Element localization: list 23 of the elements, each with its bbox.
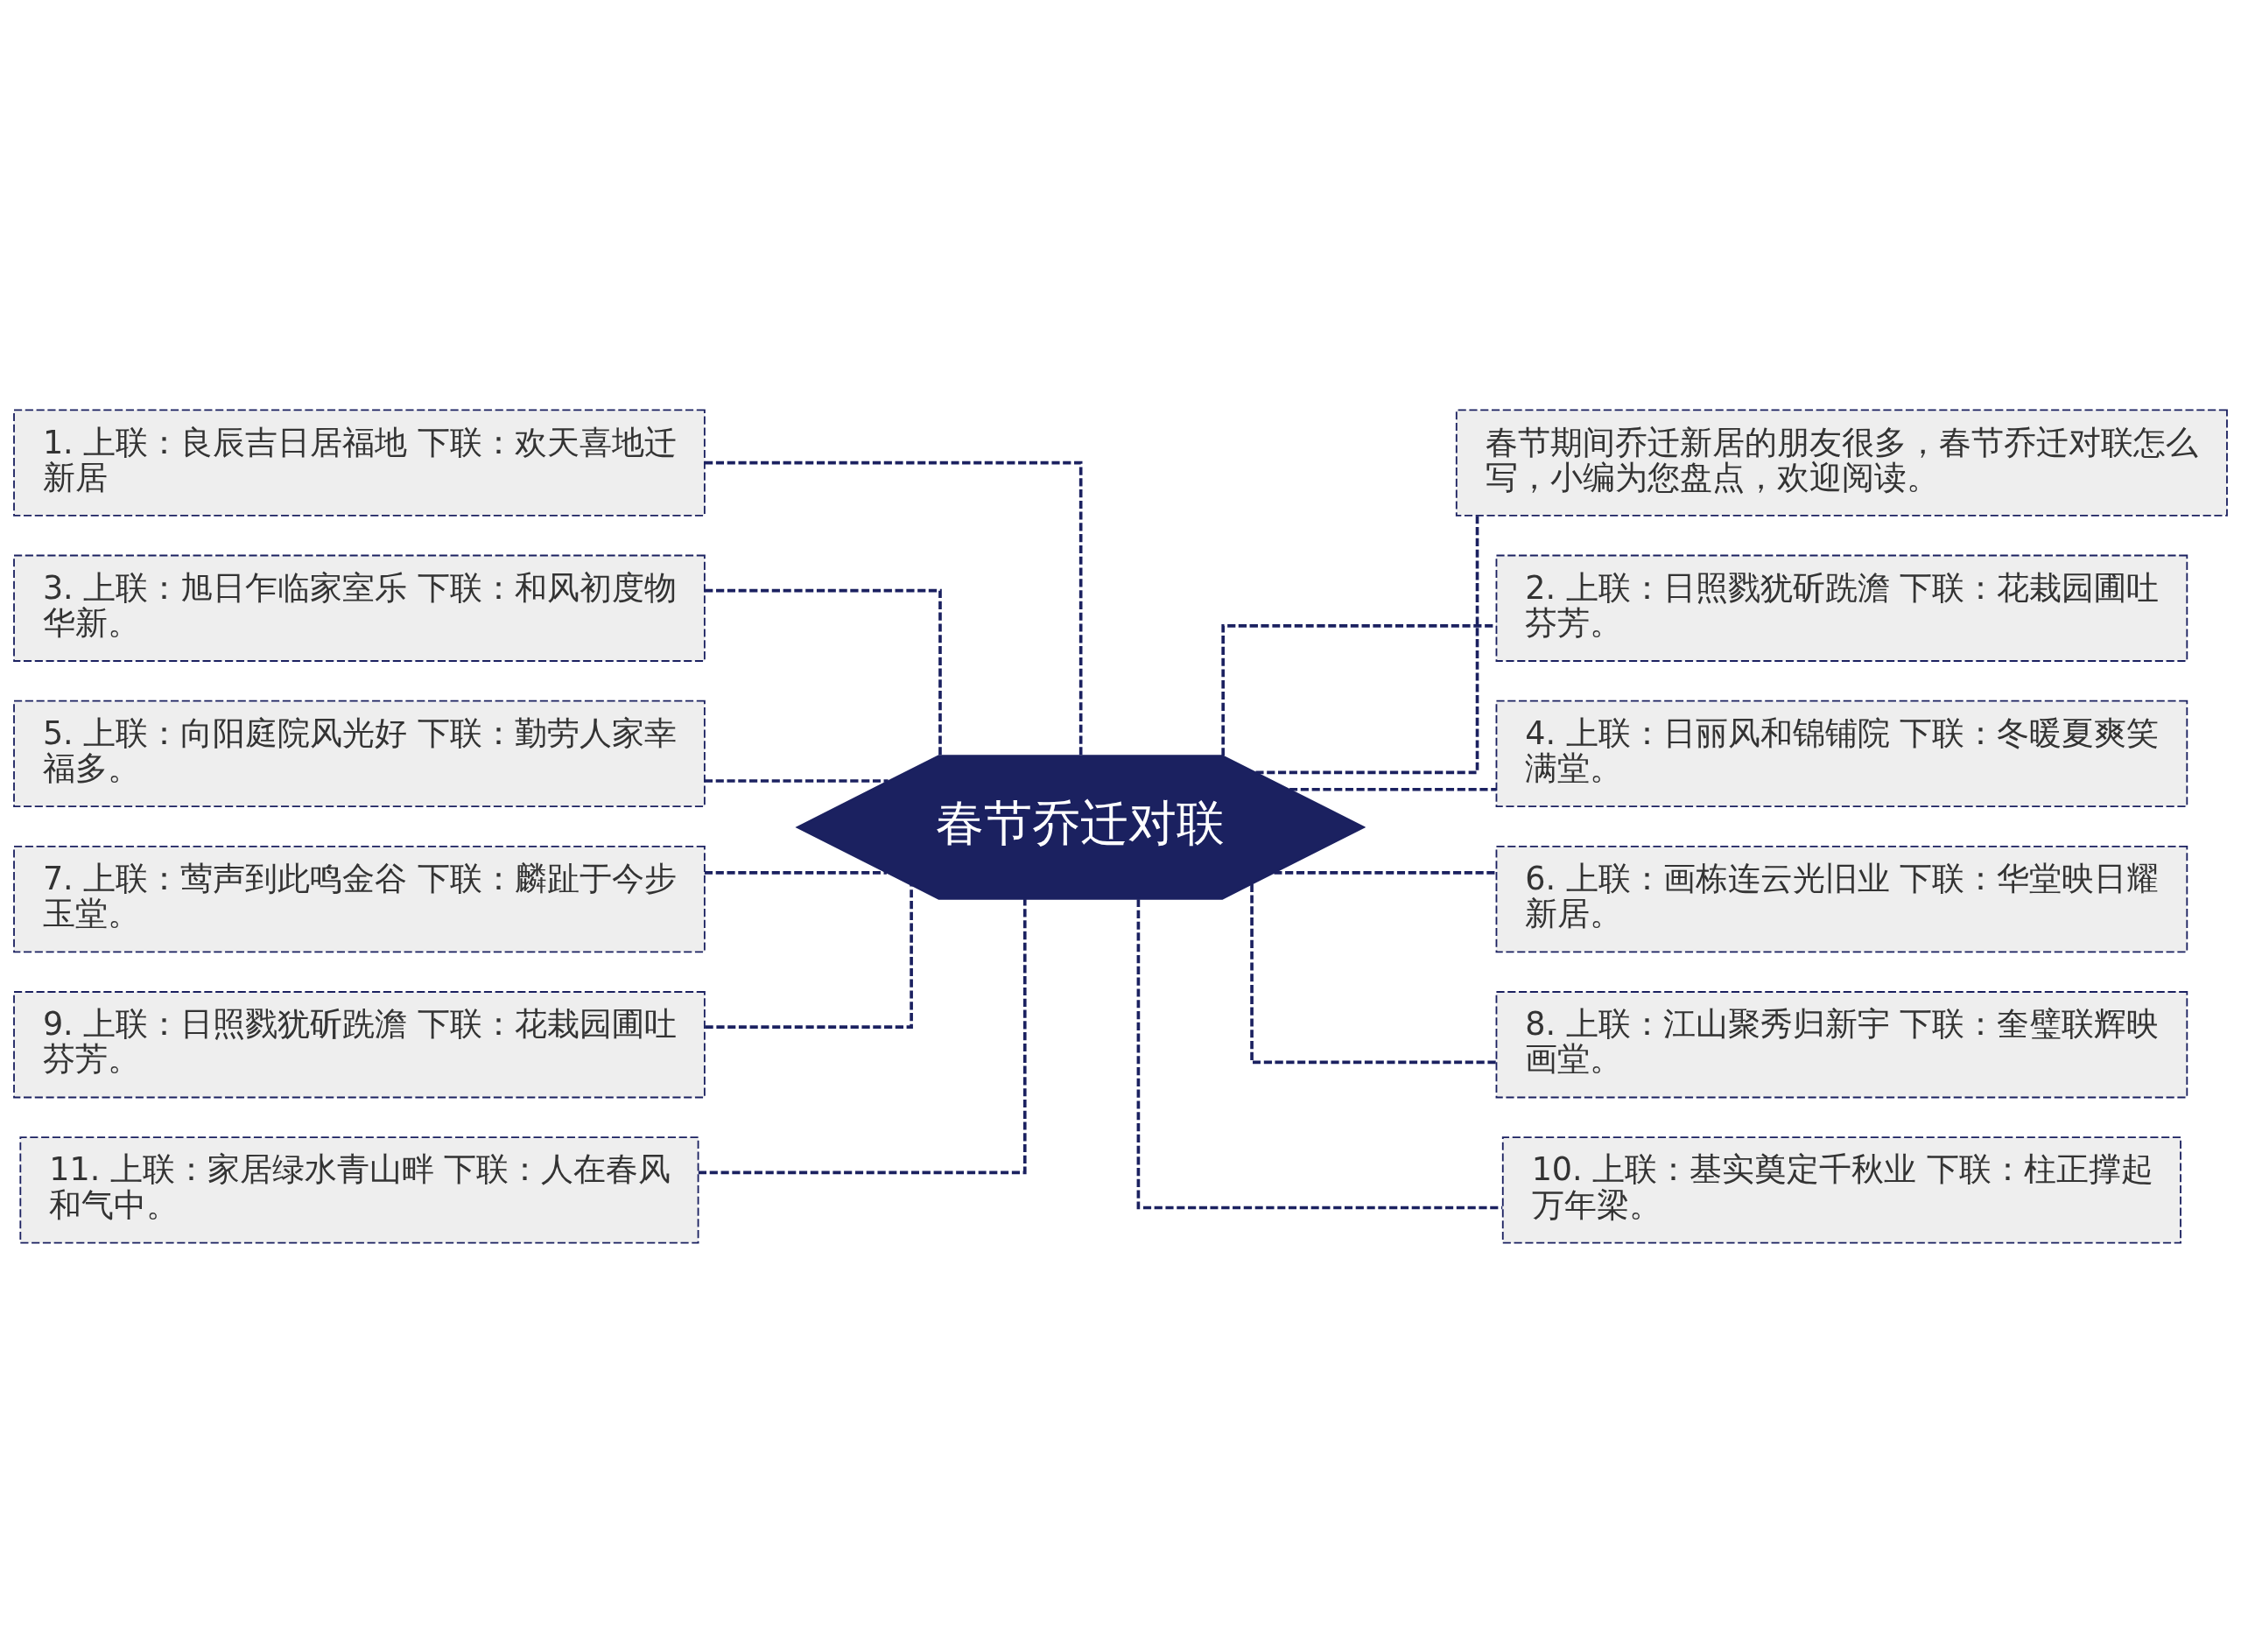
connector [698, 898, 1027, 1174]
connector [1274, 870, 1496, 875]
node-box: 1. 上联：良辰吉日居福地 下联：欢天喜地迁新居 [13, 408, 706, 517]
node-box: 7. 上联：莺声到此鸣金谷 下联：麟趾于今步玉堂。 [13, 845, 706, 953]
node-box: 11. 上联：家居绿水青山畔 下联：人在春风和气中。 [19, 1135, 699, 1244]
connector [1255, 515, 1479, 774]
node-box: 10. 上联：基实奠定千秋业 下联：柱正撑起万年梁。 [1501, 1135, 2181, 1244]
node-box: 5. 上联：向阳庭院风光好 下联：勤劳人家幸福多。 [13, 699, 706, 807]
connector [704, 778, 889, 783]
node-box: 春节期间乔迁新居的朋友很多，春节乔迁对联怎么写，小编为您盘点，欢迎阅读。 [1455, 408, 2228, 517]
node-box: 4. 上联：日丽风和锦铺院 下联：冬暖夏爽笑满堂。 [1495, 699, 2188, 807]
connector [704, 870, 887, 875]
connector [705, 460, 1083, 756]
connector [1136, 898, 1503, 1209]
node-box: 3. 上联：旭日乍临家室乐 下联：和风初度物华新。 [13, 554, 706, 662]
node-box: 9. 上联：日照戮犹斫跣澹 下联：花栽园圃吐芬芳。 [13, 990, 706, 1098]
node-box: 8. 上联：江山聚秀归新宇 下联：奎璧联辉映画堂。 [1495, 990, 2188, 1098]
connector [1250, 883, 1496, 1064]
connector [705, 884, 913, 1029]
connector [705, 588, 942, 755]
node-box: 6. 上联：画栋连云光旧业 下联：华堂映日耀新居。 [1495, 845, 2188, 953]
node-box: 2. 上联：日照戮犹斫跣澹 下联：花栽园圃吐芬芳。 [1495, 554, 2188, 662]
connector [1289, 787, 1497, 791]
